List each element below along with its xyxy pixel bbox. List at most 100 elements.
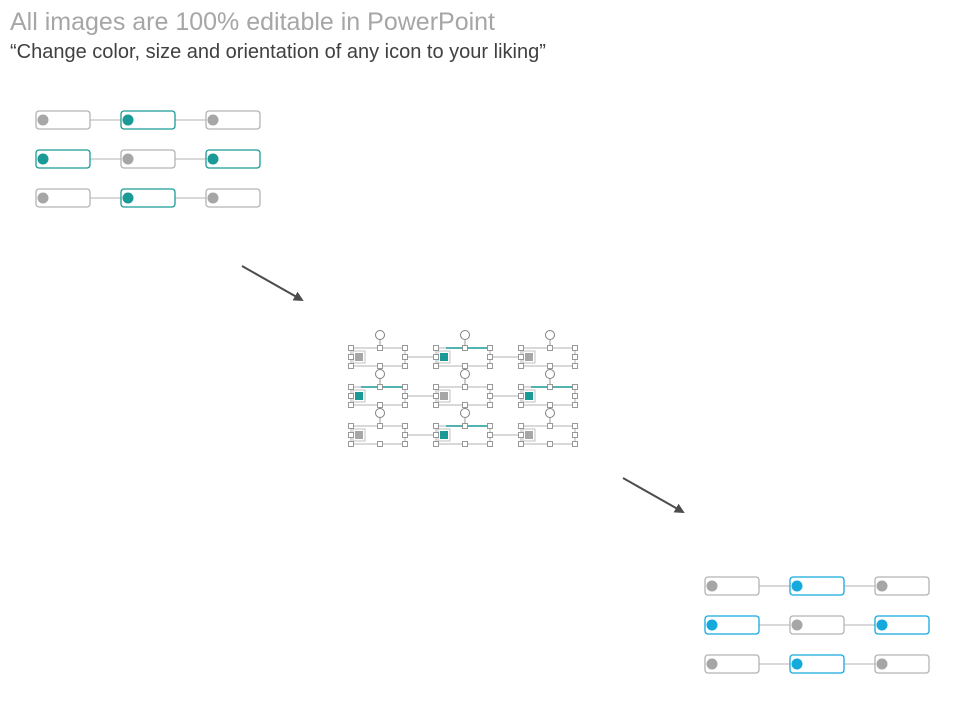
selection-handle bbox=[462, 363, 468, 369]
toggle-dot-active bbox=[791, 580, 803, 592]
toggle-pill bbox=[35, 149, 91, 169]
selection-handle bbox=[518, 441, 524, 447]
selection-handle bbox=[487, 363, 493, 369]
selection-handle bbox=[348, 393, 354, 399]
selection-handle bbox=[462, 441, 468, 447]
selection-handle bbox=[402, 393, 408, 399]
toggle-dot-active bbox=[791, 658, 803, 670]
toggle-dot-active bbox=[440, 431, 448, 439]
selection-handle bbox=[518, 432, 524, 438]
selection-handle bbox=[572, 345, 578, 351]
selection-handle bbox=[348, 354, 354, 360]
toggle-dot bbox=[355, 353, 363, 361]
selection-handle bbox=[572, 384, 578, 390]
toggle-dot-active bbox=[207, 153, 219, 165]
selection-handle bbox=[402, 345, 408, 351]
toggle-dot bbox=[706, 580, 718, 592]
selection-handle bbox=[377, 345, 383, 351]
diagonal-arrow-icon bbox=[622, 477, 685, 513]
selection-handle bbox=[402, 354, 408, 360]
selection-handle bbox=[572, 363, 578, 369]
selection-handle bbox=[402, 363, 408, 369]
toggle-pill bbox=[789, 654, 845, 674]
selection-handle bbox=[402, 384, 408, 390]
rotate-icon bbox=[545, 408, 555, 418]
page-subtitle: “Change color, size and orientation of a… bbox=[10, 41, 546, 63]
toggle-pill bbox=[789, 615, 845, 635]
selection-handle bbox=[547, 363, 553, 369]
selection-handle bbox=[433, 432, 439, 438]
selection-handle bbox=[547, 384, 553, 390]
toggle-dot bbox=[355, 431, 363, 439]
toggle-dot bbox=[791, 619, 803, 631]
selection-handle bbox=[572, 432, 578, 438]
selection-handle bbox=[462, 384, 468, 390]
toggle-dot bbox=[37, 192, 49, 204]
selection-handle bbox=[518, 402, 524, 408]
toggle-dot bbox=[876, 658, 888, 670]
toggle-dot bbox=[207, 114, 219, 126]
toggle-grid-recolored-icon[interactable] bbox=[704, 576, 930, 674]
selection-handle bbox=[547, 345, 553, 351]
selection-handle bbox=[402, 432, 408, 438]
toggle-dot-active bbox=[122, 192, 134, 204]
toggle-grid-icon[interactable] bbox=[35, 110, 261, 208]
toggle-pill bbox=[120, 110, 176, 130]
selection-handle bbox=[433, 423, 439, 429]
toggle-pill bbox=[704, 615, 760, 635]
selection-handle bbox=[402, 423, 408, 429]
selection-handle bbox=[377, 441, 383, 447]
selection-handle bbox=[348, 345, 354, 351]
toggle-dot bbox=[706, 658, 718, 670]
toggle-dot bbox=[37, 114, 49, 126]
selection-handle bbox=[377, 384, 383, 390]
selection-handle bbox=[518, 384, 524, 390]
selection-handle bbox=[547, 423, 553, 429]
toggle-pill bbox=[205, 188, 261, 208]
selection-handle bbox=[377, 402, 383, 408]
toggle-pill bbox=[35, 188, 91, 208]
rotate-icon bbox=[375, 369, 385, 379]
selection-handle bbox=[487, 384, 493, 390]
selection-handle bbox=[487, 402, 493, 408]
toggle-pill bbox=[205, 149, 261, 169]
selection-handle bbox=[572, 354, 578, 360]
toggle-dot bbox=[525, 431, 533, 439]
selection-handle bbox=[462, 423, 468, 429]
selection-handle bbox=[518, 393, 524, 399]
toggle-dot-active bbox=[122, 114, 134, 126]
selection-handle bbox=[402, 441, 408, 447]
toggle-grid-with-selection-handles-icon[interactable] bbox=[348, 330, 578, 447]
rotate-icon bbox=[545, 369, 555, 379]
selection-handle bbox=[433, 393, 439, 399]
toggle-dot bbox=[122, 153, 134, 165]
selection-handle bbox=[377, 423, 383, 429]
selection-handle bbox=[348, 384, 354, 390]
selection-handle bbox=[377, 363, 383, 369]
selection-handle bbox=[402, 402, 408, 408]
selection-handle bbox=[547, 402, 553, 408]
selection-handle bbox=[433, 384, 439, 390]
selection-handle bbox=[462, 402, 468, 408]
selection-handle bbox=[547, 441, 553, 447]
selection-handle bbox=[348, 441, 354, 447]
toggle-pill bbox=[120, 188, 176, 208]
toggle-dot-active bbox=[37, 153, 49, 165]
toggle-pill bbox=[874, 576, 930, 596]
selection-handle bbox=[433, 345, 439, 351]
page-title: All images are 100% editable in PowerPoi… bbox=[10, 8, 495, 36]
rotate-icon bbox=[545, 330, 555, 340]
toggle-pill bbox=[704, 654, 760, 674]
rotate-icon bbox=[460, 330, 470, 340]
rotate-icon bbox=[375, 408, 385, 418]
rotate-icon bbox=[460, 408, 470, 418]
toggle-pill bbox=[120, 149, 176, 169]
toggle-dot-active bbox=[876, 619, 888, 631]
selection-handle bbox=[433, 402, 439, 408]
toggle-pill bbox=[874, 654, 930, 674]
selection-handle bbox=[348, 432, 354, 438]
toggle-dot bbox=[876, 580, 888, 592]
selection-handle bbox=[487, 441, 493, 447]
selection-handle bbox=[487, 345, 493, 351]
toggle-dot-active bbox=[355, 392, 363, 400]
